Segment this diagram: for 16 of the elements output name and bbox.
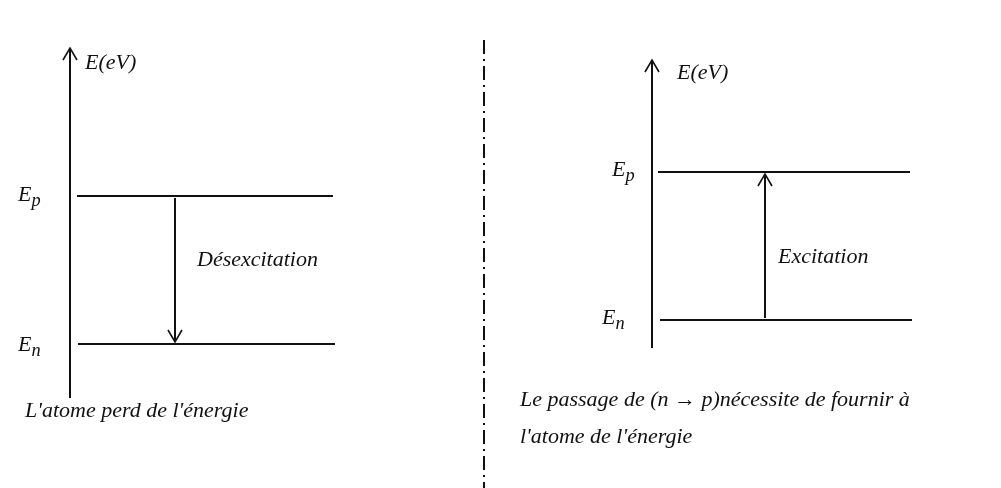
energy-level-label: E$_{n}$ xyxy=(602,303,625,336)
caption-text: Le passage de (n → p)nécessite de fournir à l'atome de l'énergie xyxy=(520,385,911,451)
energy-level-line xyxy=(78,343,335,345)
energy-level-label: E$_{p}$ xyxy=(612,155,635,188)
axis-label: E(eV) xyxy=(85,48,137,76)
axis-label: E(eV) xyxy=(677,58,729,86)
energy-level-line xyxy=(658,171,910,173)
edge-label: Excitation xyxy=(778,242,869,270)
transition-arrow xyxy=(757,173,773,319)
energy-level-line xyxy=(77,195,333,197)
edge-label: Désexcitation xyxy=(197,245,318,273)
energy-level-label: E$_{n}$ xyxy=(18,330,41,363)
energy-level-label: E$_{p}$ xyxy=(18,180,41,213)
transition-arrow xyxy=(167,197,183,343)
caption-text: L'atome perd de l'énergie xyxy=(25,396,249,424)
energy-level-line xyxy=(660,319,912,321)
